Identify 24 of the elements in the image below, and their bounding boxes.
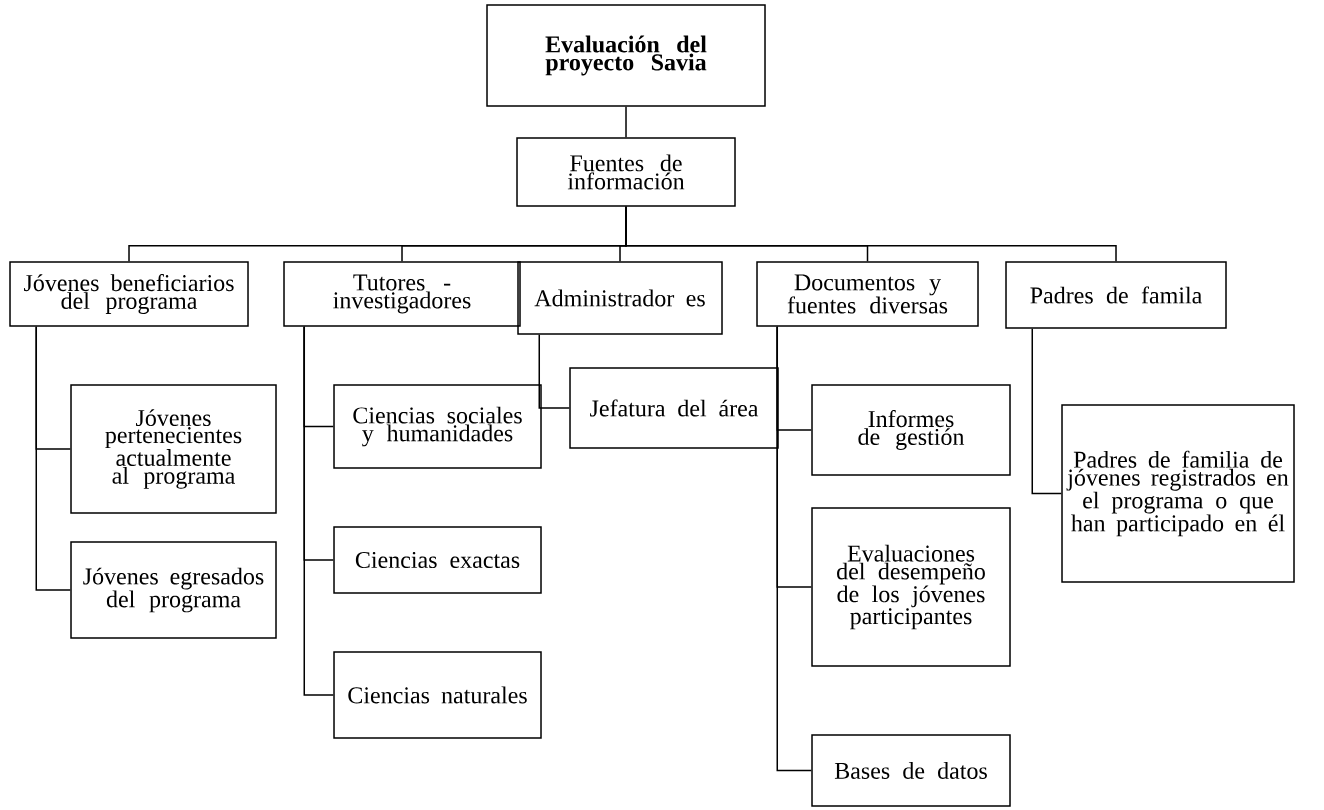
text-box: Informes de gestión xyxy=(811,384,1011,476)
text-box: Jóvenes pertenecientes actualmente al programa xyxy=(70,384,277,514)
text-box: Tutores - investigadores xyxy=(283,261,521,327)
text-box: Padres de familia de jóvenes registrados en el programa o que han participado en él xyxy=(1061,404,1295,583)
text-box: Administrador es xyxy=(517,261,723,335)
text-box: Ciencias sociales y humanidades xyxy=(333,384,542,469)
connector-line xyxy=(35,326,71,591)
text-box: Padres de famila xyxy=(1005,261,1227,329)
connector-line xyxy=(625,106,627,138)
text-box: Jefatura del área xyxy=(569,367,779,449)
text-box: Jóvenes beneficiarios del programa xyxy=(9,261,249,327)
text-box: Ciencias naturales xyxy=(333,651,542,739)
text-box: Evaluaciones del desempeño de los jóvenes participantes xyxy=(811,507,1011,667)
connector-line xyxy=(538,334,570,409)
connector-line xyxy=(625,206,1117,262)
connector-line xyxy=(303,326,334,696)
text-box: Fuentes de información xyxy=(516,137,736,207)
text-box: Bases de datos xyxy=(811,734,1011,807)
connector-line xyxy=(776,326,812,772)
text-box: Ciencias exactas xyxy=(333,526,542,594)
text-box: Documentos y fuentes diversas xyxy=(756,261,979,327)
text-box: Jóvenes egresados del programa xyxy=(70,541,277,639)
connector-line xyxy=(1031,328,1062,495)
title-box: Evaluación del proyecto Savia xyxy=(486,4,766,107)
